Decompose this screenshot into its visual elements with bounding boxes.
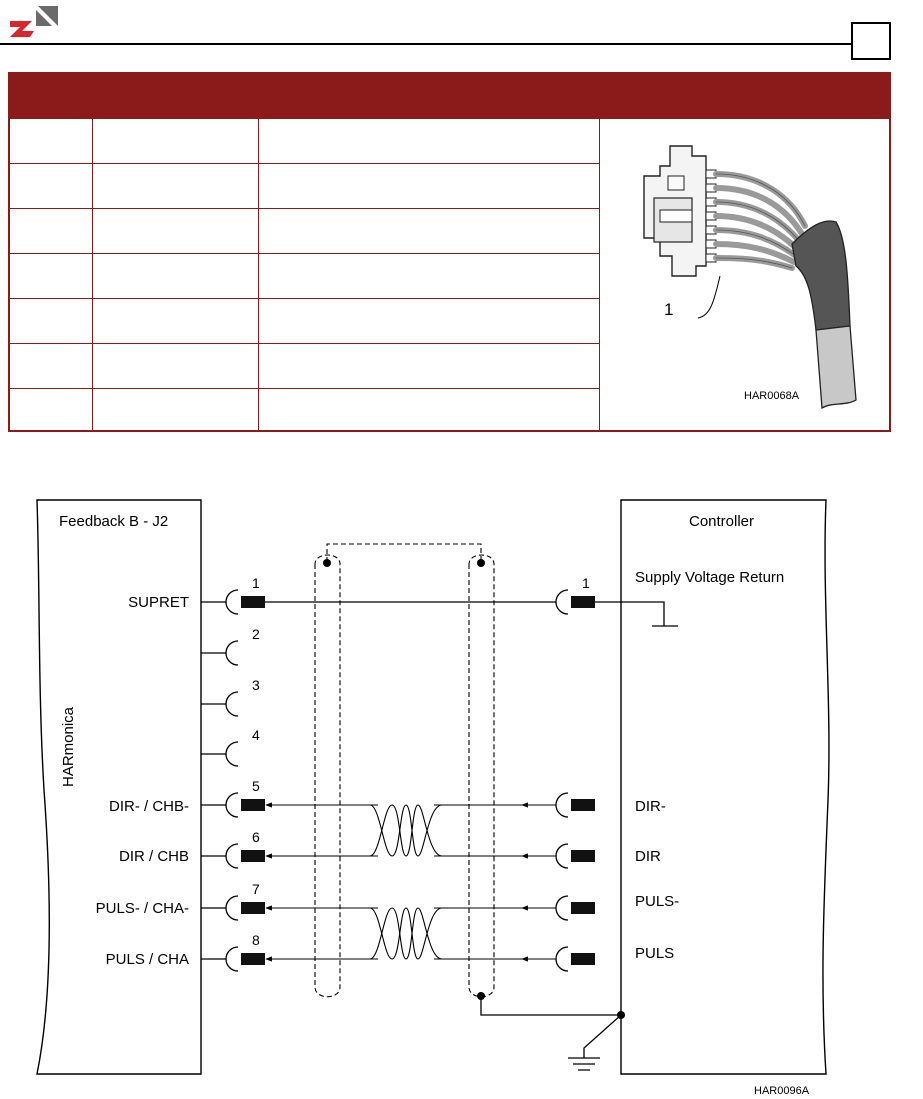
table-header-bar: [10, 74, 889, 119]
connector-photo: [643, 145, 857, 410]
pin-number: 8: [252, 932, 260, 948]
pin-number: 2: [252, 626, 260, 642]
header-rule: [0, 43, 851, 45]
harmonica-block: [36, 499, 202, 1075]
pin-number: 1: [582, 575, 590, 591]
company-logo: [10, 6, 58, 37]
pin-number: 6: [252, 829, 260, 845]
diagram-figure-code: HAR0096A: [754, 1085, 810, 1097]
column-divider: [258, 119, 259, 430]
left-signal: DIR / CHB: [119, 848, 189, 865]
column-divider: [599, 119, 600, 430]
right-signal: PULS-: [635, 893, 679, 910]
left-signal: DIR- / CHB-: [109, 798, 189, 815]
callout-number: 1: [664, 300, 674, 319]
table-row-divider: [10, 208, 600, 209]
right-signal: DIR: [635, 848, 661, 865]
wiring-diagram: Feedback B - J2 Controller HARmonica SUP…: [36, 499, 830, 1097]
table-row-divider: [10, 343, 600, 344]
controller-block: [620, 499, 830, 1075]
table-row-divider: [10, 253, 600, 254]
pinout-table: [8, 72, 891, 432]
pin-number: 7: [252, 881, 260, 897]
photo-figure-code: HAR0068A: [744, 390, 800, 402]
column-divider: [92, 119, 93, 430]
right-signal: Supply Voltage Return: [635, 569, 784, 586]
table-row-divider: [10, 163, 600, 164]
left-signal: PULS- / CHA-: [96, 900, 189, 917]
left-block-title: Feedback B - J2: [59, 513, 168, 530]
harmonica-side-label: HARmonica: [60, 706, 77, 787]
pin-number: 1: [252, 575, 260, 591]
pin-number: 3: [252, 677, 260, 693]
table-row-divider: [10, 298, 600, 299]
right-signal: PULS: [635, 945, 674, 962]
table-row-divider: [10, 388, 600, 389]
pin-number: 4: [252, 727, 260, 743]
left-signal: SUPRET: [128, 594, 189, 611]
right-signal: DIR-: [635, 798, 666, 815]
page-number-box: [851, 22, 891, 60]
right-block-title: Controller: [689, 513, 754, 530]
pin-number: 5: [252, 778, 260, 794]
left-signal: PULS / CHA: [106, 951, 189, 968]
